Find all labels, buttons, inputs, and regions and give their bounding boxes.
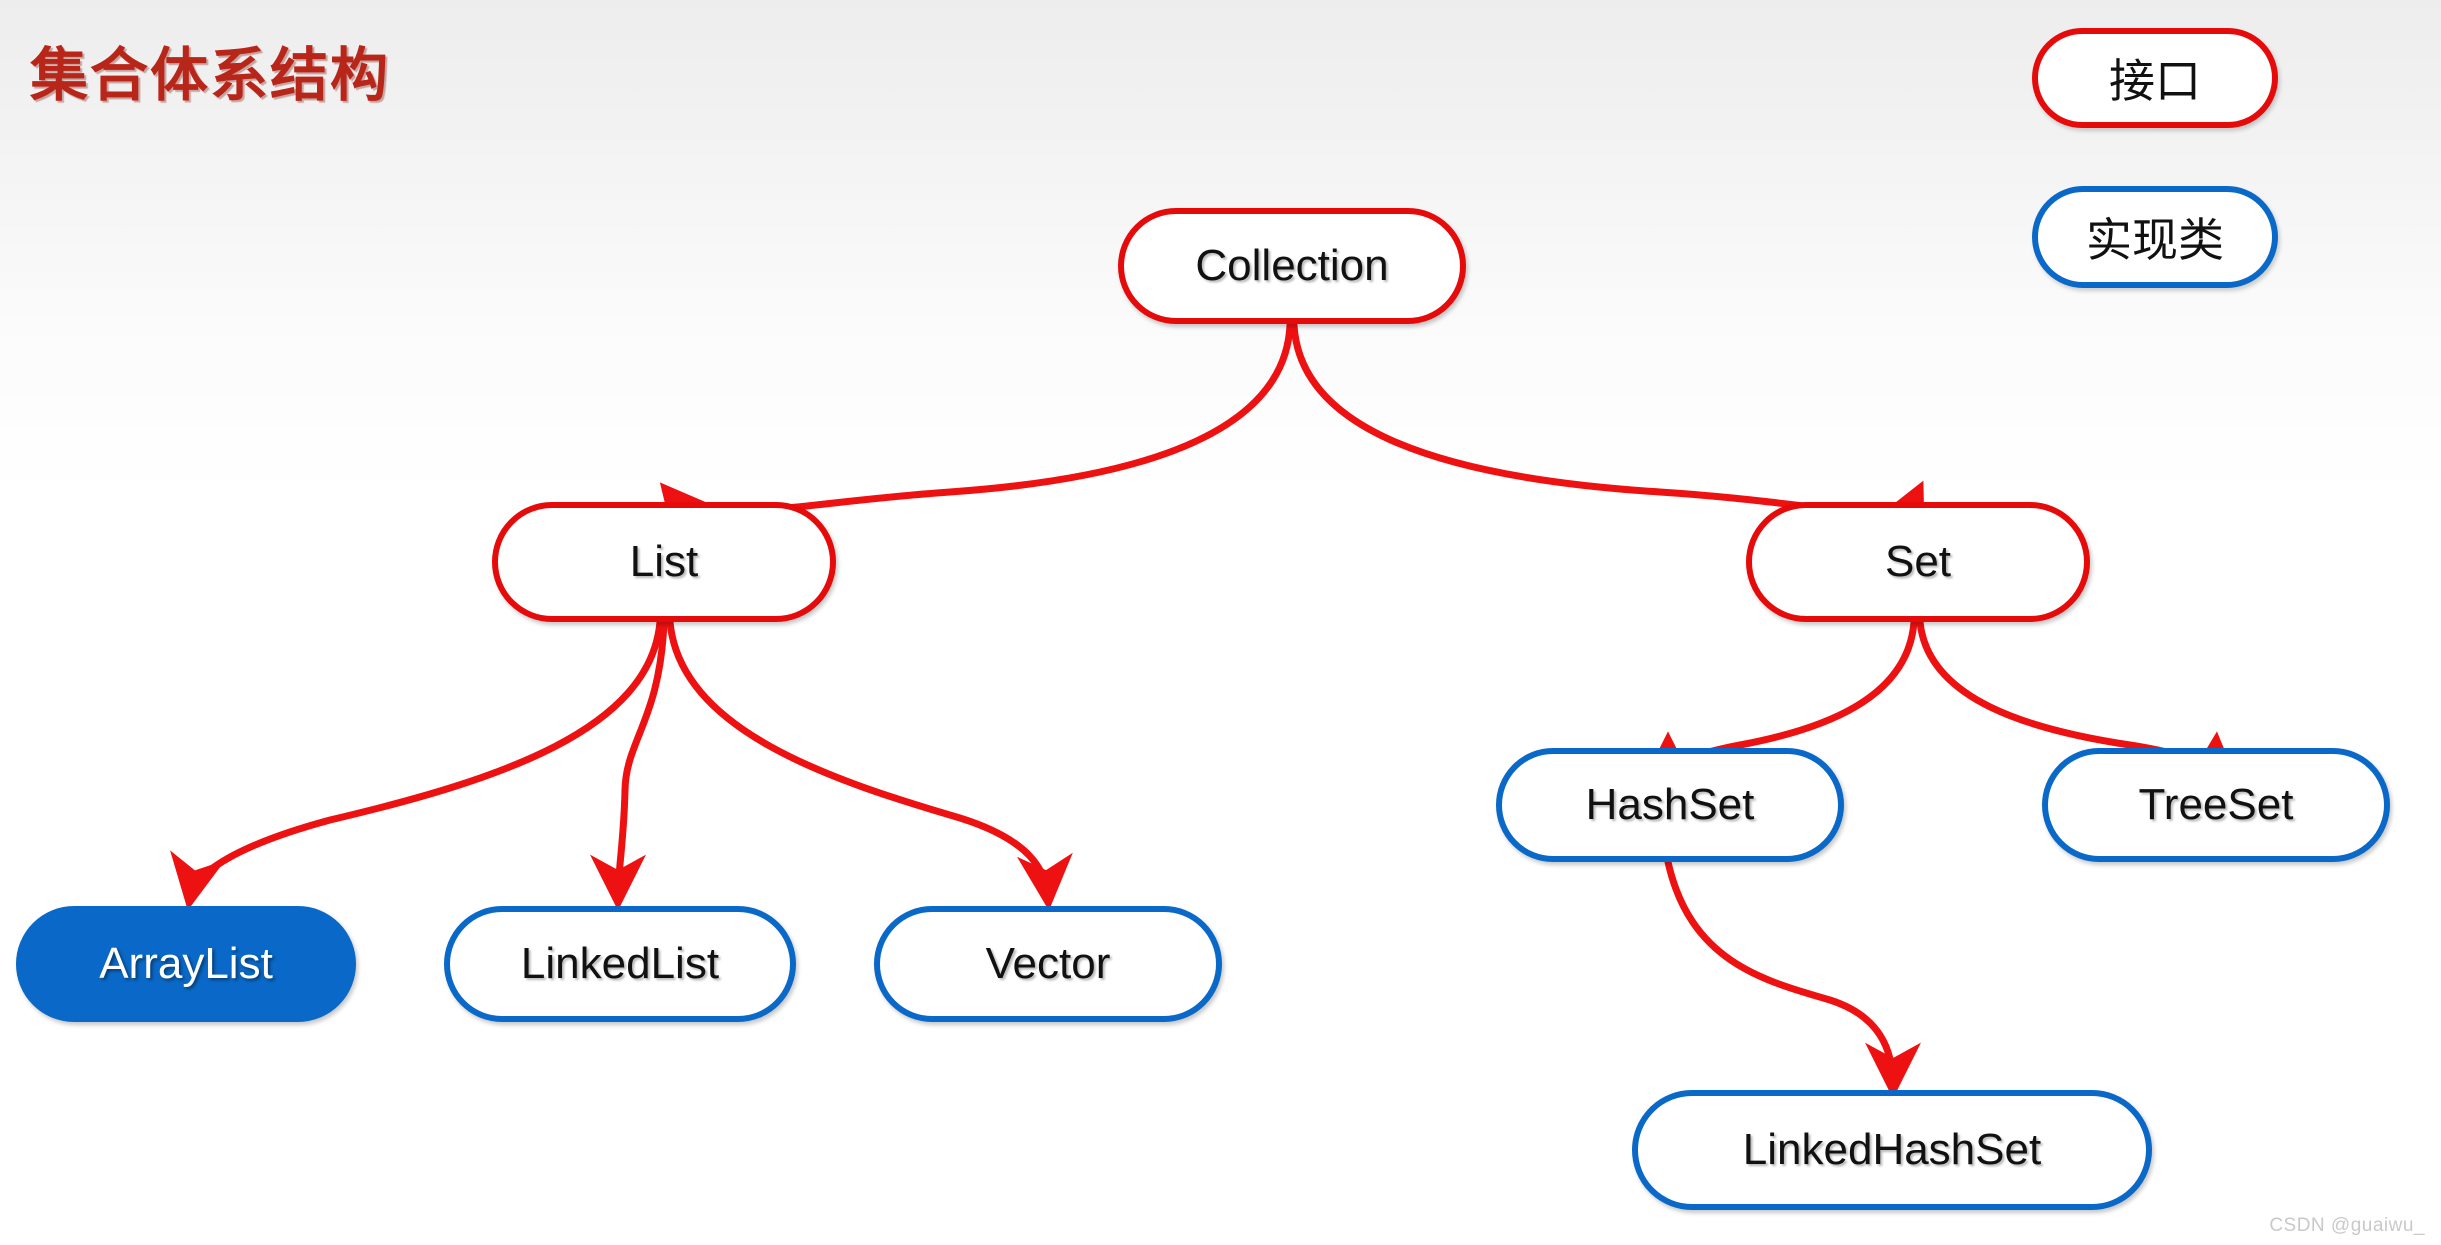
- node-linkedhashset-label: LinkedHashSet: [1742, 1125, 2042, 1174]
- node-linkedlist-label: LinkedList: [520, 939, 720, 988]
- node-set-label: Set: [1884, 537, 1952, 586]
- node-treeset[interactable]: TreeSet: [2042, 748, 2390, 862]
- node-list[interactable]: List: [492, 502, 836, 622]
- legend-badge-interface-label: 接口: [2109, 55, 2201, 107]
- edge-hashset-linkedhashset: [1664, 858, 1921, 1099]
- node-list-label: List: [629, 537, 699, 586]
- node-hashset[interactable]: HashSet: [1496, 748, 1844, 862]
- node-collection-label: Collection: [1195, 241, 1389, 290]
- node-vector-label: Vector: [985, 939, 1111, 988]
- node-linkedhashset[interactable]: LinkedHashSet: [1632, 1090, 2152, 1210]
- node-treeset-label: TreeSet: [2138, 780, 2294, 829]
- node-arraylist-label: ArrayList: [99, 939, 273, 988]
- page-title: 集合体系结构: [30, 43, 391, 108]
- node-linkedlist[interactable]: LinkedList: [444, 906, 796, 1022]
- edge-collection-list: [659, 321, 1294, 544]
- legend-badge-implementation[interactable]: 实现类: [2032, 186, 2278, 288]
- edge-collection-set: [1290, 321, 1925, 544]
- edge-list-vector: [666, 618, 1073, 911]
- node-arraylist[interactable]: ArrayList: [16, 906, 356, 1022]
- node-hashset-label: HashSet: [1585, 780, 1755, 829]
- edge-set-treeset: [1916, 618, 2241, 790]
- edge-list-arraylist: [170, 618, 664, 911]
- node-collection[interactable]: Collection: [1118, 208, 1466, 324]
- legend-badge-implementation-label: 实现类: [2086, 214, 2224, 266]
- node-set[interactable]: Set: [1746, 502, 2090, 622]
- edge-list-linkedlist: [590, 618, 668, 911]
- watermark: CSDN @guaiwu_: [2269, 1215, 2425, 1236]
- node-vector[interactable]: Vector: [874, 906, 1222, 1022]
- legend-badge-interface[interactable]: 接口: [2032, 28, 2278, 128]
- edge-set-hashset: [1640, 618, 1918, 788]
